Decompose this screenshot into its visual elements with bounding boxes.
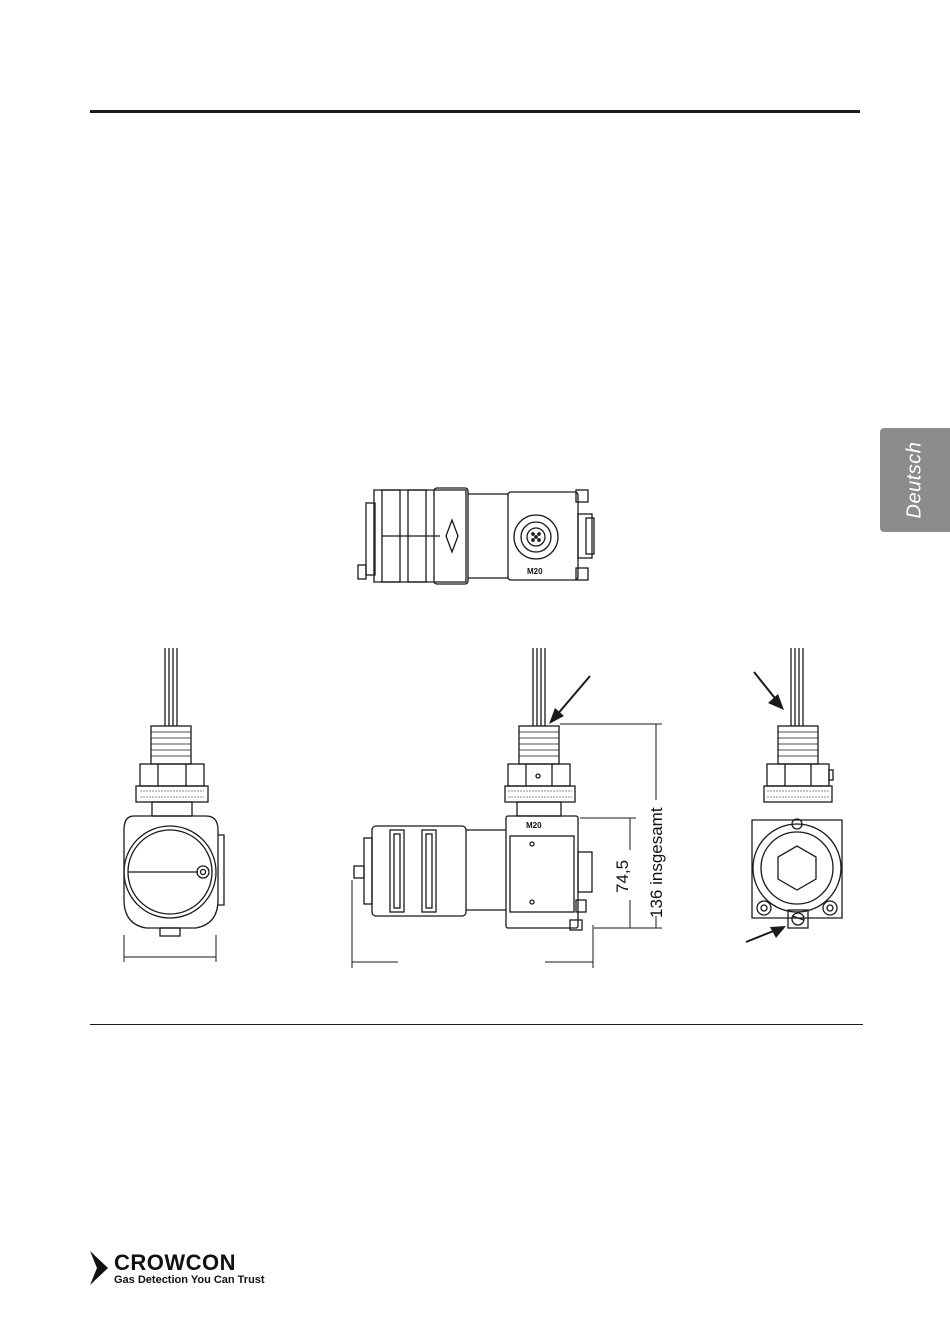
footer-rule	[90, 1024, 863, 1025]
dimension-overall-label: 136 insgesamt	[647, 807, 666, 918]
brand-name: CROWCON	[114, 1250, 236, 1276]
side-view-thread-label: M20	[526, 821, 542, 830]
top-view-thread-label: M20	[527, 567, 543, 576]
top-view-drawing	[358, 488, 594, 584]
brand-tagline: Gas Detection You Can Trust	[114, 1274, 265, 1286]
dimension-height-label: 74,5	[613, 860, 632, 893]
bottom-view-drawing	[746, 648, 842, 942]
crowcon-logo: CROWCON Gas Detection You Can Trust	[88, 1250, 288, 1290]
side-view-drawing	[352, 648, 662, 968]
front-view-drawing	[124, 648, 224, 962]
crowcon-chevron-icon	[88, 1251, 110, 1285]
